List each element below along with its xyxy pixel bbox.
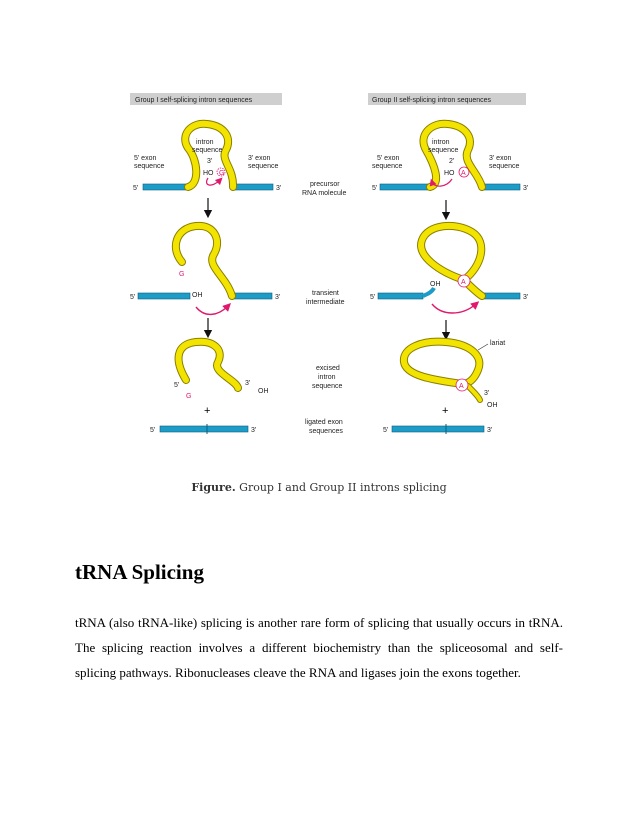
g1-plus: + bbox=[204, 405, 210, 417]
g2e-lig-5prime: 5' bbox=[383, 427, 388, 434]
g1e-lig-3prime: 3' bbox=[251, 427, 256, 434]
splicing-figure: Group I self-splicing intron sequences G… bbox=[130, 93, 528, 435]
g1e-5prime: 5' bbox=[174, 382, 179, 389]
g1-exon5-label-2: sequence bbox=[134, 163, 164, 170]
g1-intron-label-1: intron bbox=[196, 139, 214, 146]
g2-exon5-label-1: 5' exon bbox=[377, 155, 399, 162]
g1-3prime-label: 3' bbox=[207, 158, 212, 165]
ligated-label-2: sequences bbox=[309, 428, 343, 435]
g1-ho-label: HO bbox=[203, 170, 214, 177]
ligated-label-1: ligated exon bbox=[305, 419, 343, 426]
g1t-oh-label: OH bbox=[192, 292, 203, 299]
group1-title-bg bbox=[130, 93, 282, 105]
section-heading: tRNA Splicing bbox=[75, 560, 204, 584]
precursor-label-2: RNA molecule bbox=[302, 190, 346, 197]
excised-label-1: excised bbox=[316, 365, 340, 372]
g1t-3prime: 3' bbox=[275, 294, 280, 301]
g1-5prime-label: 5' bbox=[133, 185, 138, 192]
caption-prefix: Figure. bbox=[191, 481, 236, 494]
group1-precursor: intron sequence 5' exon sequence 3' exon… bbox=[133, 119, 281, 192]
g2e-oh: OH bbox=[487, 402, 498, 409]
section-paragraph: tRNA (also tRNA-like) splicing is anothe… bbox=[75, 615, 563, 680]
group2-transient: A OH 5' 3' bbox=[370, 221, 528, 314]
g2t-a-label: A bbox=[461, 279, 466, 286]
g2-exon3-label-2: sequence bbox=[489, 163, 519, 170]
g2e-3prime: 3' bbox=[484, 390, 489, 397]
g1-intron-label-2: sequence bbox=[192, 147, 222, 154]
g1-g-label: G bbox=[219, 170, 224, 177]
figure-caption: Figure. Group I and Group II introns spl… bbox=[0, 481, 638, 494]
transient-label-1: transient bbox=[312, 290, 339, 297]
g1e-3prime: 3' bbox=[245, 380, 250, 387]
g2e-lig-3prime: 3' bbox=[487, 427, 492, 434]
excised-label-2: intron bbox=[318, 374, 336, 381]
g2t-5prime: 5' bbox=[370, 294, 375, 301]
group2-precursor: intron sequence 5' exon sequence 3' exon… bbox=[372, 119, 528, 192]
g2-3prime-end: 3' bbox=[523, 185, 528, 192]
group2-title-bg bbox=[368, 93, 526, 105]
g2-a-label: A bbox=[461, 170, 466, 177]
g2-exon5-label-2: sequence bbox=[372, 163, 402, 170]
group1-title: Group I self-splicing intron sequences bbox=[135, 97, 253, 104]
g2t-3prime: 3' bbox=[523, 294, 528, 301]
transient-label-2: intermediate bbox=[306, 299, 345, 306]
group1-transient: G OH 5' 3' bbox=[130, 221, 280, 316]
g1-3prime-end: 3' bbox=[276, 185, 281, 192]
excised-label-3: sequence bbox=[312, 383, 342, 390]
g2-intron-label-1: intron bbox=[432, 139, 450, 146]
group2-excised: A 3' OH lariat + 5' 3' bbox=[383, 337, 505, 434]
g2t-oh: OH bbox=[430, 281, 441, 288]
g1e-oh: OH bbox=[258, 388, 269, 395]
g1e-g-label: G bbox=[186, 393, 191, 400]
lariat-label: lariat bbox=[490, 340, 505, 347]
g1t-5prime: 5' bbox=[130, 294, 135, 301]
group1-excised: 5' G 3' OH + 5' 3' bbox=[150, 337, 269, 434]
g2-exon3-label-1: 3' exon bbox=[489, 155, 511, 162]
g1-exon3-label-1: 3' exon bbox=[248, 155, 270, 162]
g2-2prime-label: 2' bbox=[449, 158, 454, 165]
g1-exon5-label-1: 5' exon bbox=[134, 155, 156, 162]
g2-5prime: 5' bbox=[372, 185, 377, 192]
g2e-a-label: A bbox=[459, 383, 464, 390]
group2-title: Group II self-splicing intron sequences bbox=[372, 97, 492, 104]
g2-intron-label-2: sequence bbox=[428, 147, 458, 154]
g2-plus: + bbox=[442, 405, 448, 417]
g1e-lig-5prime: 5' bbox=[150, 427, 155, 434]
precursor-label-1: precursor bbox=[310, 181, 340, 188]
g2-ho-label: HO bbox=[444, 170, 455, 177]
g1-exon3-label-2: sequence bbox=[248, 163, 278, 170]
g1t-g-label: G bbox=[179, 271, 184, 278]
caption-text: Group I and Group II introns splicing bbox=[239, 481, 447, 494]
